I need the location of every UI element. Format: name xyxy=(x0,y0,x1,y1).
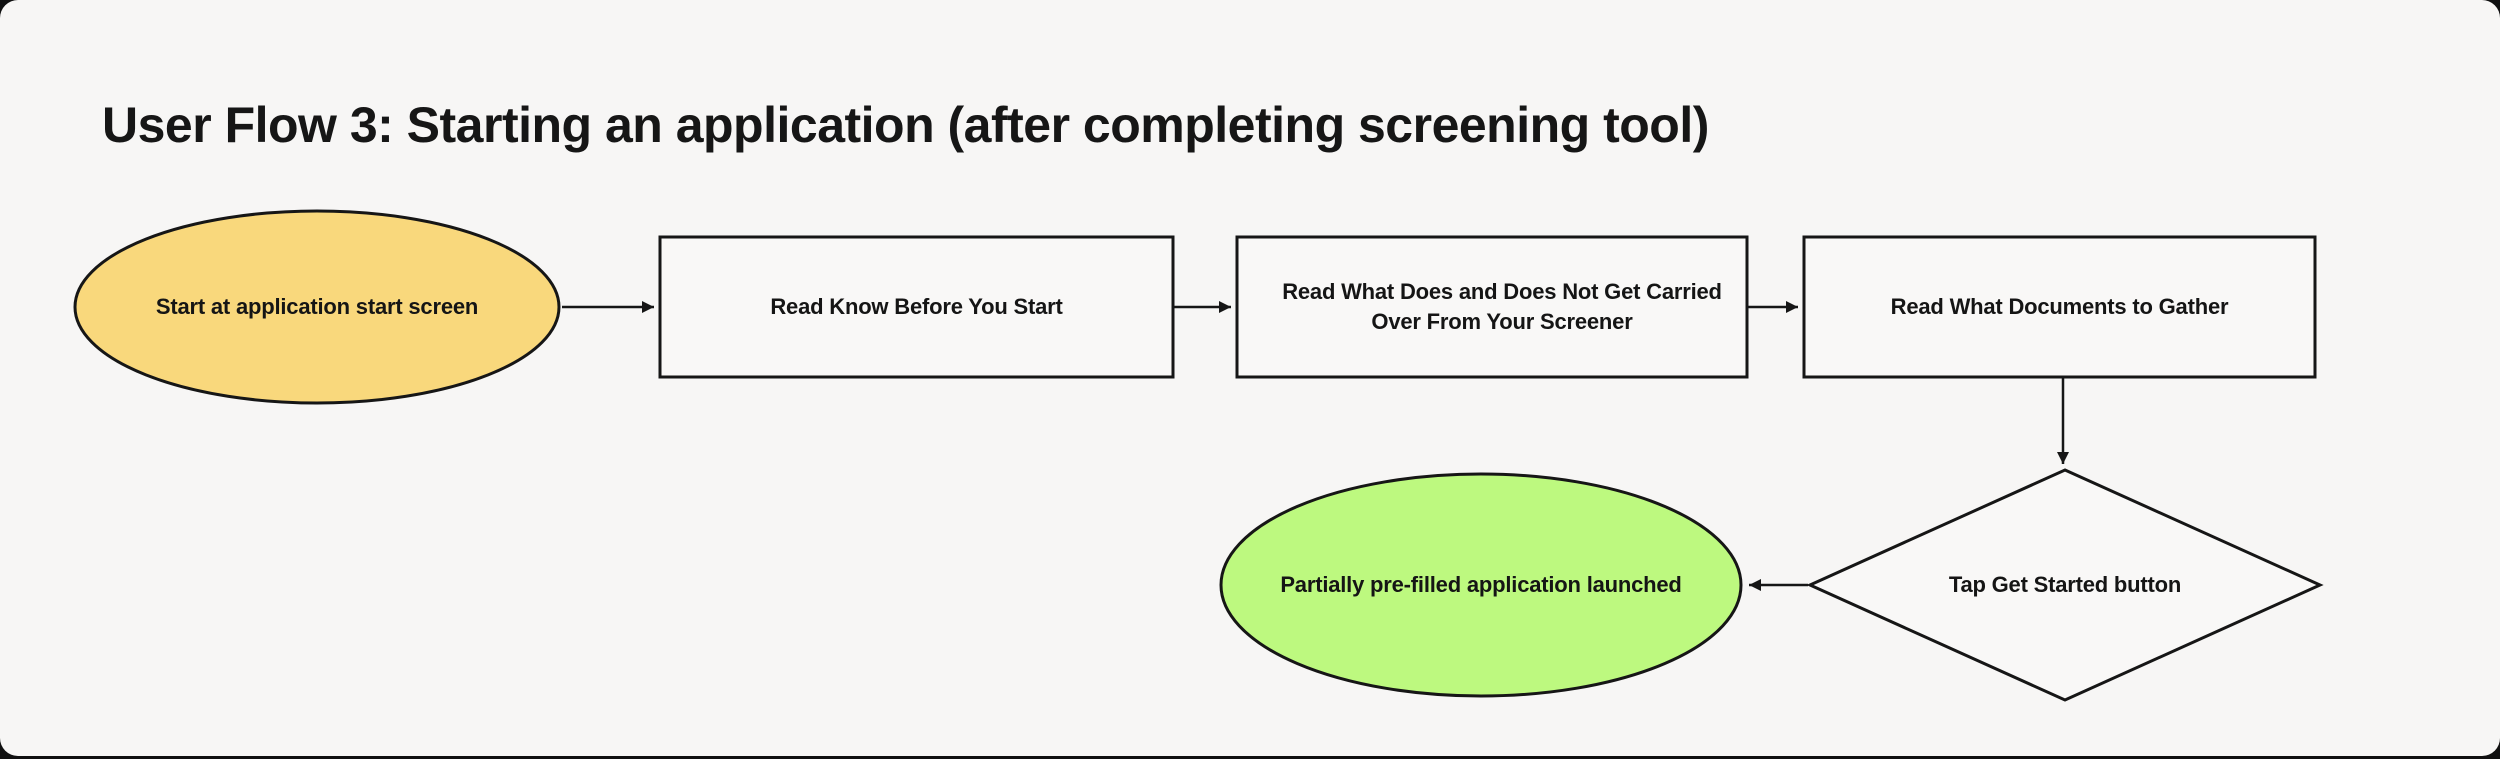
page-title: User Flow 3: Starting an application (af… xyxy=(102,96,1709,153)
documents-node-shape xyxy=(1802,235,2317,379)
know-before-node-shape xyxy=(658,235,1175,379)
start-node-label: Start at application start screen xyxy=(155,294,479,320)
tap-get-started-node-label: Tap Get Started button xyxy=(1948,572,2182,598)
start-node-shape xyxy=(73,209,561,405)
know-before-node-label: Read Know Before You Start xyxy=(770,294,1063,320)
tap-get-started-node-shape xyxy=(1806,468,2324,702)
documents-node-label: Read What Documents to Gather xyxy=(1890,294,2229,320)
launched-node-label: Partially pre-filled application launche… xyxy=(1280,572,1682,598)
carried-over-node-shape xyxy=(1235,235,1749,379)
launched-node-shape xyxy=(1219,472,1743,698)
carried-over-node-label: Read What Does and Does Not Get Carried … xyxy=(1282,279,1722,334)
